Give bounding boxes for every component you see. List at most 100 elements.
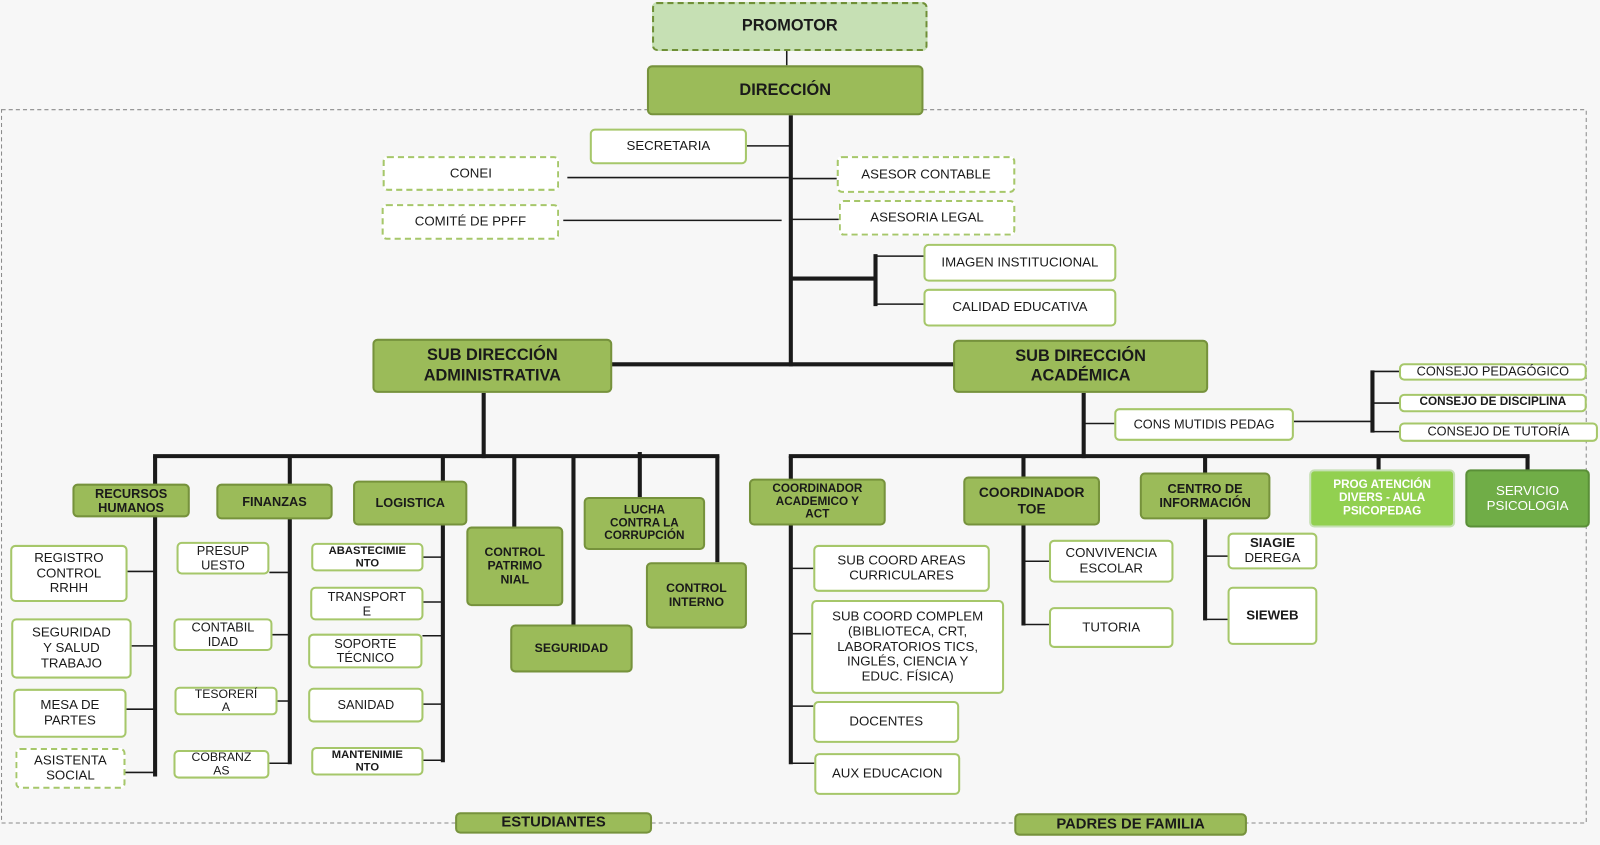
convivencia-escolar-label: CONVIVENCIA ESCOLAR [1065,544,1157,576]
seguridad-salud-trabajo-box: SEGURIDAD Y SALUD TRABAJO [11,618,132,679]
asistenta-social-label: ASISTENTA SOCIAL [34,752,107,783]
docentes-box: DOCENTES [813,701,960,743]
presupuesto-box: PRESUP UESTO [176,541,270,575]
consejo-pedagogico-label: CONSEJO PEDAGÓGICO [1416,364,1570,379]
finanzas-label: FINANZAS [242,494,307,509]
conei-label: CONEI [449,164,492,181]
servicio-psicologia-label: SERVICIO PSICOLOGIA [1486,482,1569,513]
asesor-contable-label: ASESOR CONTABLE [861,165,991,182]
prog-atencion-label: PROG ATENCIÓN DIVERS - AULA PSICOPEDAG [1333,478,1432,518]
servicio-psicologia-box: SERVICIO PSICOLOGIA [1465,469,1590,528]
consejo-disciplina-box: CONSEJO DE DISCIPLINA [1398,393,1587,413]
mesa-de-partes-label: MESA DE PARTES [40,697,100,728]
sub-coord-areas-label: SUB COORD AREAS CURRICULARES [837,552,966,583]
sub-coord-complem-label: SUB COORD COMPLEM (BIBLIOTECA, CRT, LABO… [832,607,984,685]
prog-atencion-box: PROG ATENCIÓN DIVERS - AULA PSICOPEDAG [1309,469,1456,528]
control-patrimonial-label: CONTROL PATRIMO NIAL [484,544,546,587]
centro-informacion-box: CENTRO DE INFORMACIÓN [1139,472,1271,520]
sieweb-label: SIEWEB [1246,607,1299,623]
logistica-box: LOGISTICA [353,480,468,526]
coordinador-toe-label: COORDINADOR TOE [978,485,1085,517]
tutoria-box: TUTORIA [1048,607,1174,648]
soporte-tecnico-label: SOPORTE TÉCNICO [334,636,397,666]
sanidad-box: SANIDAD [308,687,424,723]
estudiantes-box: ESTUDIANTES [455,812,653,834]
aux-educacion-label: AUX EDUCACION [831,765,943,781]
transporte-label: TRANSPORT E [327,589,407,618]
asesoria-legal-box: ASESORIA LEGAL [838,200,1016,236]
sub-direccion-administrativa-box: SUB DIRECCIÓN ADMINISTRATIVA [372,338,613,393]
control-interno-label: CONTROL INTERNO [666,580,727,609]
contabilidad-label: CONTABIL IDAD [191,620,255,649]
imagen-institucional-label: IMAGEN INSTITUCIONAL [941,254,1099,270]
consejo-pedagogico-box: CONSEJO PEDAGÓGICO [1398,363,1587,381]
recursos-humanos-label: RECURSOS HUMANOS [94,486,168,515]
registro-control-rrhh-label: REGISTRO CONTROL RRHH [34,549,104,596]
registro-control-rrhh-box: REGISTRO CONTROL RRHH [10,544,128,603]
control-patrimonial-box: CONTROL PATRIMO NIAL [466,526,564,607]
padres-familia-box: PADRES DE FAMILIA [1014,813,1247,836]
asistenta-social-box: ASISTENTA SOCIAL [15,747,126,789]
secretaria-label: SECRETARIA [626,137,711,154]
consejo-disciplina-label: CONSEJO DE DISCIPLINA [1419,396,1567,409]
soporte-tecnico-box: SOPORTE TÉCNICO [308,633,423,669]
consejo-tutoria-label: CONSEJO DE TUTORÍA [1427,424,1570,440]
sub-coord-complem-box: SUB COORD COMPLEM (BIBLIOTECA, CRT, LABO… [811,600,1005,694]
derega-label: DEREGA [1244,550,1301,566]
coordinador-academico-label: COORDINADOR ACADEMICO Y ACT [772,482,863,521]
sieweb-box: SIEWEB [1227,586,1318,645]
tesoreria-label: TESORERÍ A [194,686,258,715]
seguridad-box: SEGURIDAD [510,624,633,673]
lucha-corrupcion-box: LUCHA CONTRA LA CORRUPCIÓN [583,496,706,551]
transporte-box: TRANSPORT E [310,586,424,621]
control-interno-box: CONTROL INTERNO [645,562,747,629]
abastecimiento-box: ABASTECIMIE NTO [311,542,424,572]
centro-informacion-label: CENTRO DE INFORMACIÓN [1159,481,1251,511]
sub-direccion-academica-label: SUB DIRECCIÓN ACADÉMICA [1015,347,1146,385]
comite-ppff-label: COMITÉ DE PPFF [414,213,527,229]
estudiantes-label: ESTUDIANTES [501,814,606,831]
outer-dashed-frame [1,109,1587,824]
contabilidad-box: CONTABIL IDAD [173,618,273,652]
calidad-educativa-label: CALIDAD EDUCATIVA [952,299,1088,315]
cobranzas-label: COBRANZ AS [191,749,252,778]
aux-educacion-box: AUX EDUCACION [814,753,961,795]
siagie-derega-box: SIAGIE DEREGA [1227,532,1318,570]
tesoreria-box: TESORERÍ A [174,686,278,716]
direccion-box: DIRECCIÓN [646,65,924,116]
mesa-de-partes-box: MESA DE PARTES [13,688,127,738]
promotor-box: PROMOTOR [652,2,928,52]
logistica-label: LOGISTICA [375,495,445,511]
siagie-label: SIAGIE [1249,534,1295,551]
comite-ppff-box: COMITÉ DE PPFF [381,204,560,240]
imagen-institucional-box: IMAGEN INSTITUCIONAL [923,243,1117,282]
cobranzas-box: COBRANZ AS [173,749,270,779]
seguridad-label: SEGURIDAD [534,640,609,655]
coordinador-academico-box: COORDINADOR ACADEMICO Y ACT [748,478,886,526]
seguridad-salud-trabajo-label: SEGURIDAD Y SALUD TRABAJO [31,624,111,671]
promotor-label: PROMOTOR [741,17,838,36]
consejo-tutoria-box: CONSEJO DE TUTORÍA [1398,422,1598,442]
tutoria-label: TUTORIA [1082,618,1141,635]
direccion-label: DIRECCIÓN [739,81,832,99]
conei-box: CONEI [382,156,560,191]
presupuesto-label: PRESUP UESTO [196,543,250,573]
mantenimiento-label: MANTENIMIE NTO [331,748,403,774]
abastecimiento-label: ABASTECIMIE NTO [328,544,407,570]
cons-mutidis-pedag-label: CONS MUTIDIS PEDAG [1133,417,1275,432]
asesor-contable-box: ASESOR CONTABLE [836,156,1016,193]
finanzas-box: FINANZAS [216,483,333,520]
mantenimiento-box: MANTENIMIE NTO [311,746,424,776]
coordinador-toe-box: COORDINADOR TOE [963,476,1101,526]
asesoria-legal-label: ASESORIA LEGAL [870,209,984,225]
padres-familia-label: PADRES DE FAMILIA [1056,816,1205,833]
recursos-humanos-box: RECURSOS HUMANOS [72,483,190,518]
sanidad-label: SANIDAD [337,697,395,713]
convivencia-escolar-box: CONVIVENCIA ESCOLAR [1048,539,1174,583]
cons-mutidis-pedag-box: CONS MUTIDIS PEDAG [1114,408,1294,441]
sub-direccion-administrativa-label: SUB DIRECCIÓN ADMINISTRATIVA [423,347,561,385]
sub-coord-areas-box: SUB COORD AREAS CURRICULARES [813,544,990,592]
sub-direccion-academica-box: SUB DIRECCIÓN ACADÉMICA [953,339,1209,393]
secretaria-box: SECRETARIA [589,128,747,165]
